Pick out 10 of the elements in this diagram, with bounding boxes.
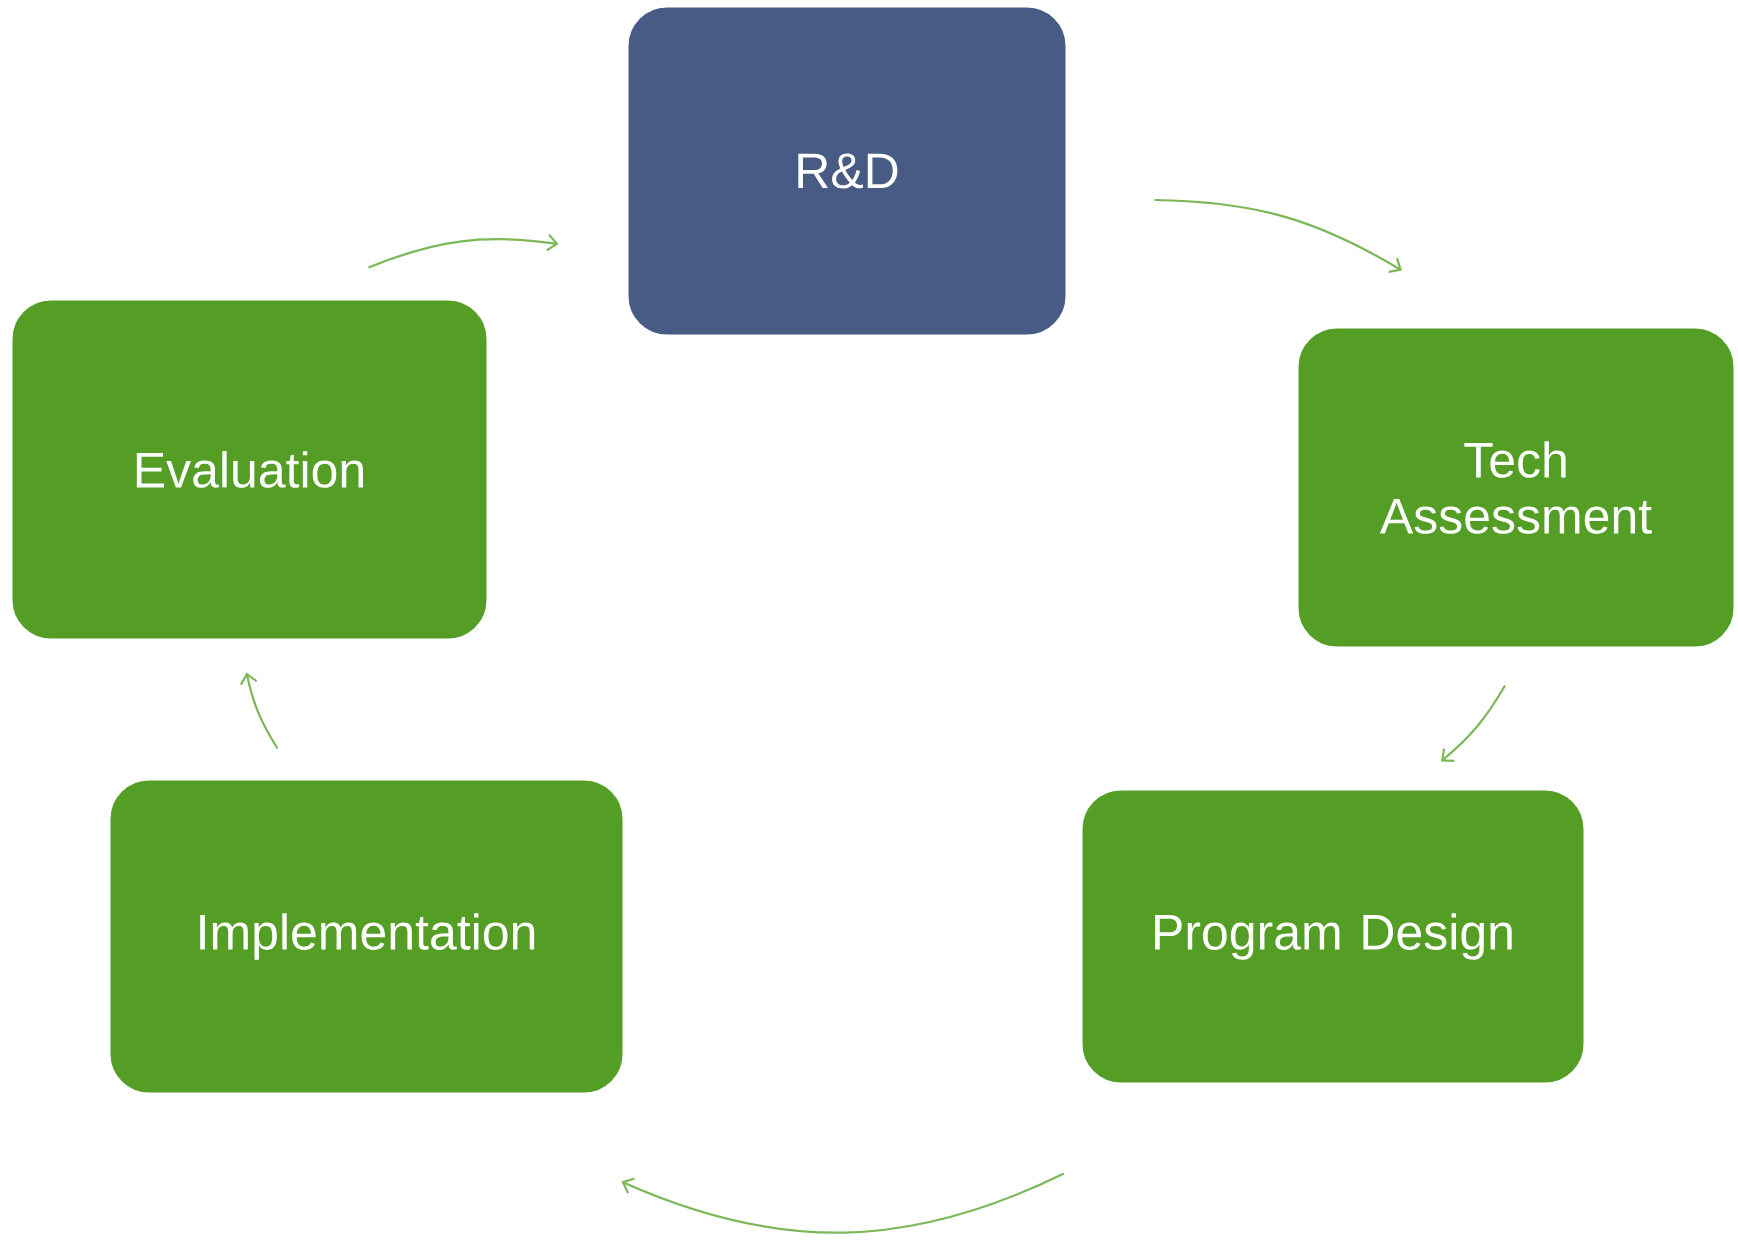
process-box: Implementation (107, 777, 626, 1096)
arrow (1441, 684, 1506, 762)
arrow (240, 672, 279, 750)
process-box: Program Design (1079, 787, 1587, 1086)
arrow (368, 233, 559, 269)
process-box: Evaluation (9, 297, 490, 642)
arrow (1154, 198, 1402, 273)
arrow (621, 1172, 1065, 1234)
process-box: R&D (625, 4, 1069, 338)
process-box: Tech Assessment (1295, 325, 1737, 650)
